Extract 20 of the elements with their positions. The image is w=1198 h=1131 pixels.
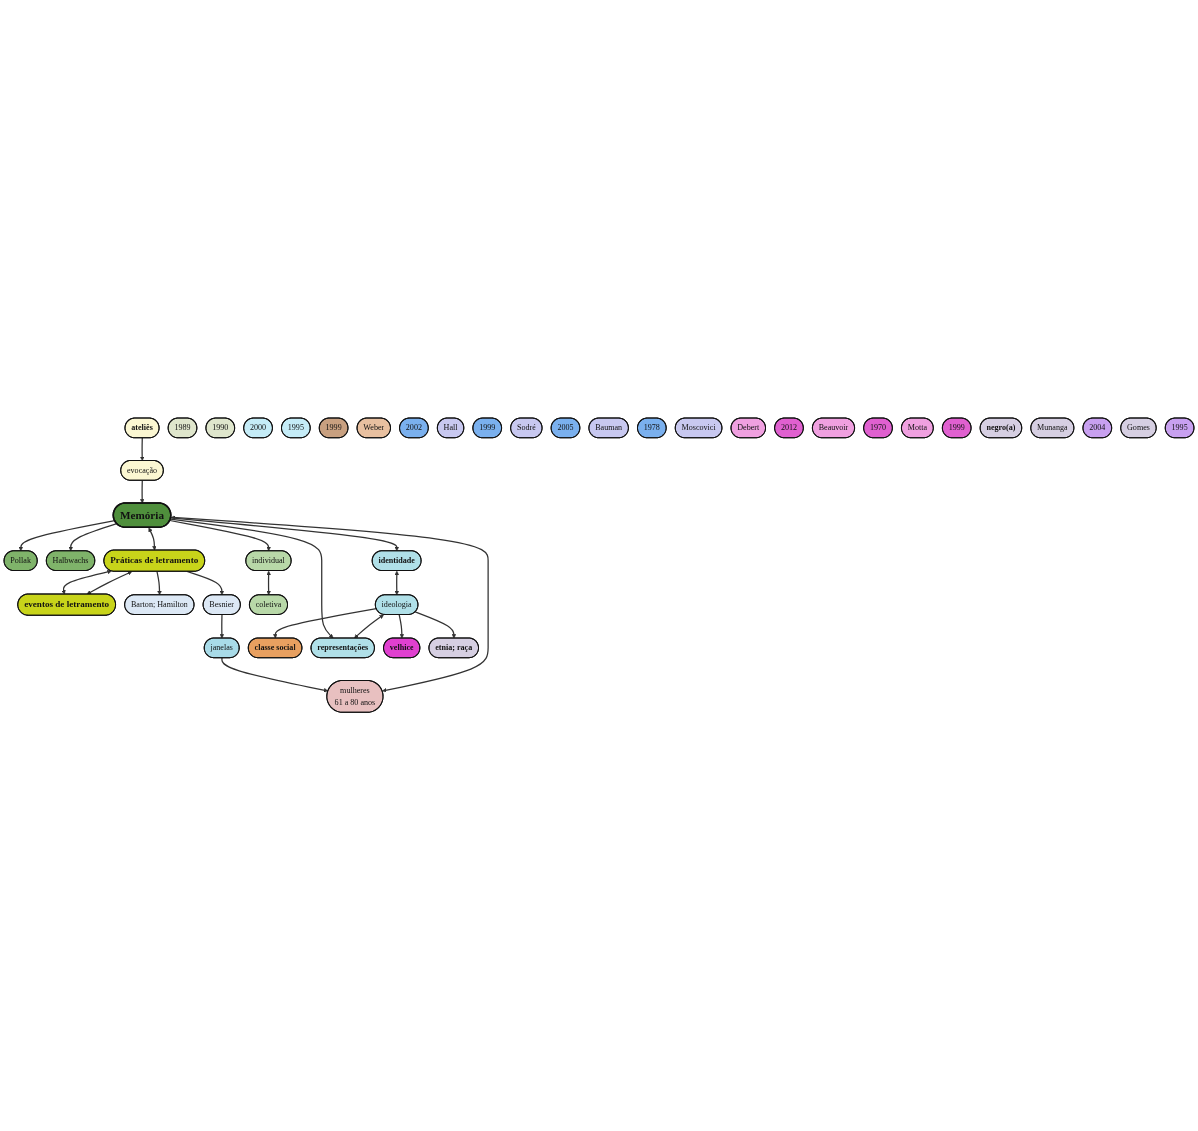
arrow — [139, 480, 145, 504]
arrow — [61, 570, 112, 595]
arrow — [18, 520, 116, 552]
arrow — [414, 611, 457, 639]
arrow — [169, 518, 334, 639]
arrow — [170, 515, 489, 693]
arrow — [68, 523, 118, 552]
arrow — [86, 571, 133, 595]
arrow — [221, 657, 329, 693]
arrow — [219, 614, 225, 639]
arrow — [354, 614, 384, 639]
arrow — [266, 571, 271, 596]
arrow — [398, 614, 405, 639]
arrow — [148, 527, 157, 551]
arrow — [394, 571, 400, 596]
arrow — [169, 520, 271, 552]
arrow — [156, 571, 162, 596]
arrow — [139, 437, 145, 462]
arrow — [170, 517, 400, 552]
arrow — [273, 608, 377, 639]
